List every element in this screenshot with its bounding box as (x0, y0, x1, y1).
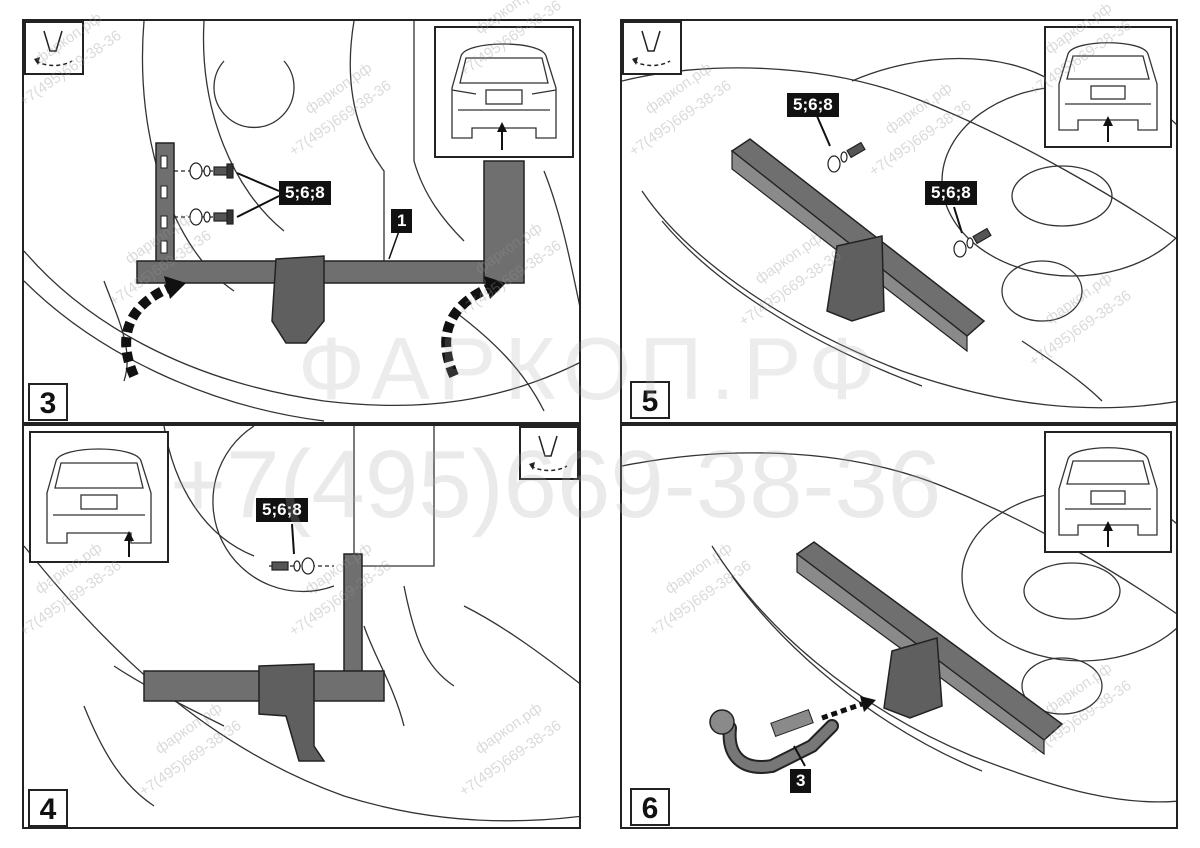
wrench-tool-icon (622, 21, 682, 75)
step-4-drawing (24, 426, 579, 822)
fastener-callout: 5;6;8 (279, 181, 331, 205)
step-number: 5 (630, 381, 670, 419)
ball-mount-plate (271, 255, 325, 344)
bolt-set-upper (827, 141, 866, 173)
fastener-callout: 5;6;8 (787, 93, 839, 117)
tow-ball-arm (709, 708, 839, 774)
part-callout: 1 (391, 209, 413, 233)
bolt-set-lower (174, 208, 234, 226)
ball-mount-plate (883, 637, 943, 719)
car-rear-view-inset (29, 431, 169, 563)
ball-mount-plate (826, 235, 885, 322)
car-rear-view-inset (434, 26, 574, 158)
ball-mount-plate (258, 663, 326, 762)
step-4-panel: 5;6;8 4 (22, 424, 581, 829)
bolt-set-lower (953, 227, 992, 258)
insertion-arrow (821, 701, 863, 721)
car-rear-view-inset (1044, 26, 1172, 148)
fastener-callout-lower: 5;6;8 (925, 181, 977, 205)
step-3-panel: 5;6;8 1 3 (22, 19, 581, 424)
rotation-arrow-right (441, 281, 496, 379)
rotation-arrow-left (121, 281, 176, 379)
step-5-panel: 5;6;8 5;6;8 5 (620, 19, 1178, 424)
bolt-set-upper (174, 162, 234, 180)
step-3-drawing (24, 21, 579, 422)
step-5-drawing (622, 57, 1176, 409)
right-bracket (483, 160, 525, 284)
fastener-callout: 5;6;8 (256, 498, 308, 522)
side-bracket (343, 553, 363, 675)
bolt-set (269, 557, 334, 575)
step-number: 3 (28, 383, 68, 421)
wrench-tool-icon (24, 21, 84, 75)
step-number: 6 (630, 788, 670, 826)
car-rear-view-inset (1044, 431, 1172, 553)
step-6-panel: 3 6 (620, 424, 1178, 829)
part-callout: 3 (790, 769, 812, 793)
wrench-tool-icon (519, 426, 579, 480)
step-number: 4 (28, 789, 68, 827)
